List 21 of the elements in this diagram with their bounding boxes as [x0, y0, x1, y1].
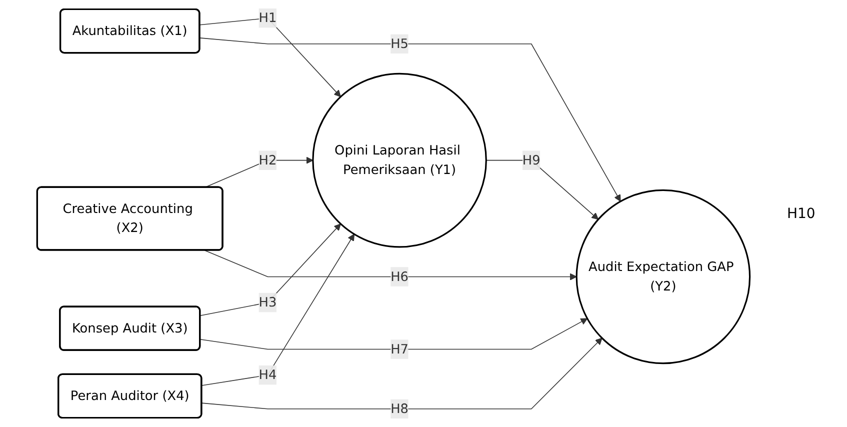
- arrow: [201, 338, 602, 410]
- edge-label: H3: [258, 294, 277, 310]
- hypothesis-label: H10: [787, 206, 816, 222]
- edge-label: H5: [390, 36, 408, 52]
- arrow: [199, 18, 341, 98]
- arrow: [204, 250, 577, 280]
- edge-label: H6: [390, 268, 408, 284]
- arrow: [204, 156, 314, 188]
- edge-label: H1: [258, 10, 277, 26]
- edge-label: H7: [390, 341, 408, 357]
- edge-label: H4: [258, 366, 277, 382]
- edge-label: H2: [258, 152, 277, 168]
- arrow: [486, 160, 599, 220]
- arrow: [201, 234, 355, 386]
- node-circle: Opini Laporan Hasil Pemeriksaan (Y1): [312, 72, 487, 248]
- arrow: [199, 38, 621, 202]
- edge-label: H9: [522, 152, 540, 168]
- node-circle: Audit Expectation GAP (Y2): [576, 189, 751, 364]
- edge-label: H8: [390, 400, 408, 416]
- arrow: [200, 224, 341, 316]
- arrow: [200, 318, 588, 350]
